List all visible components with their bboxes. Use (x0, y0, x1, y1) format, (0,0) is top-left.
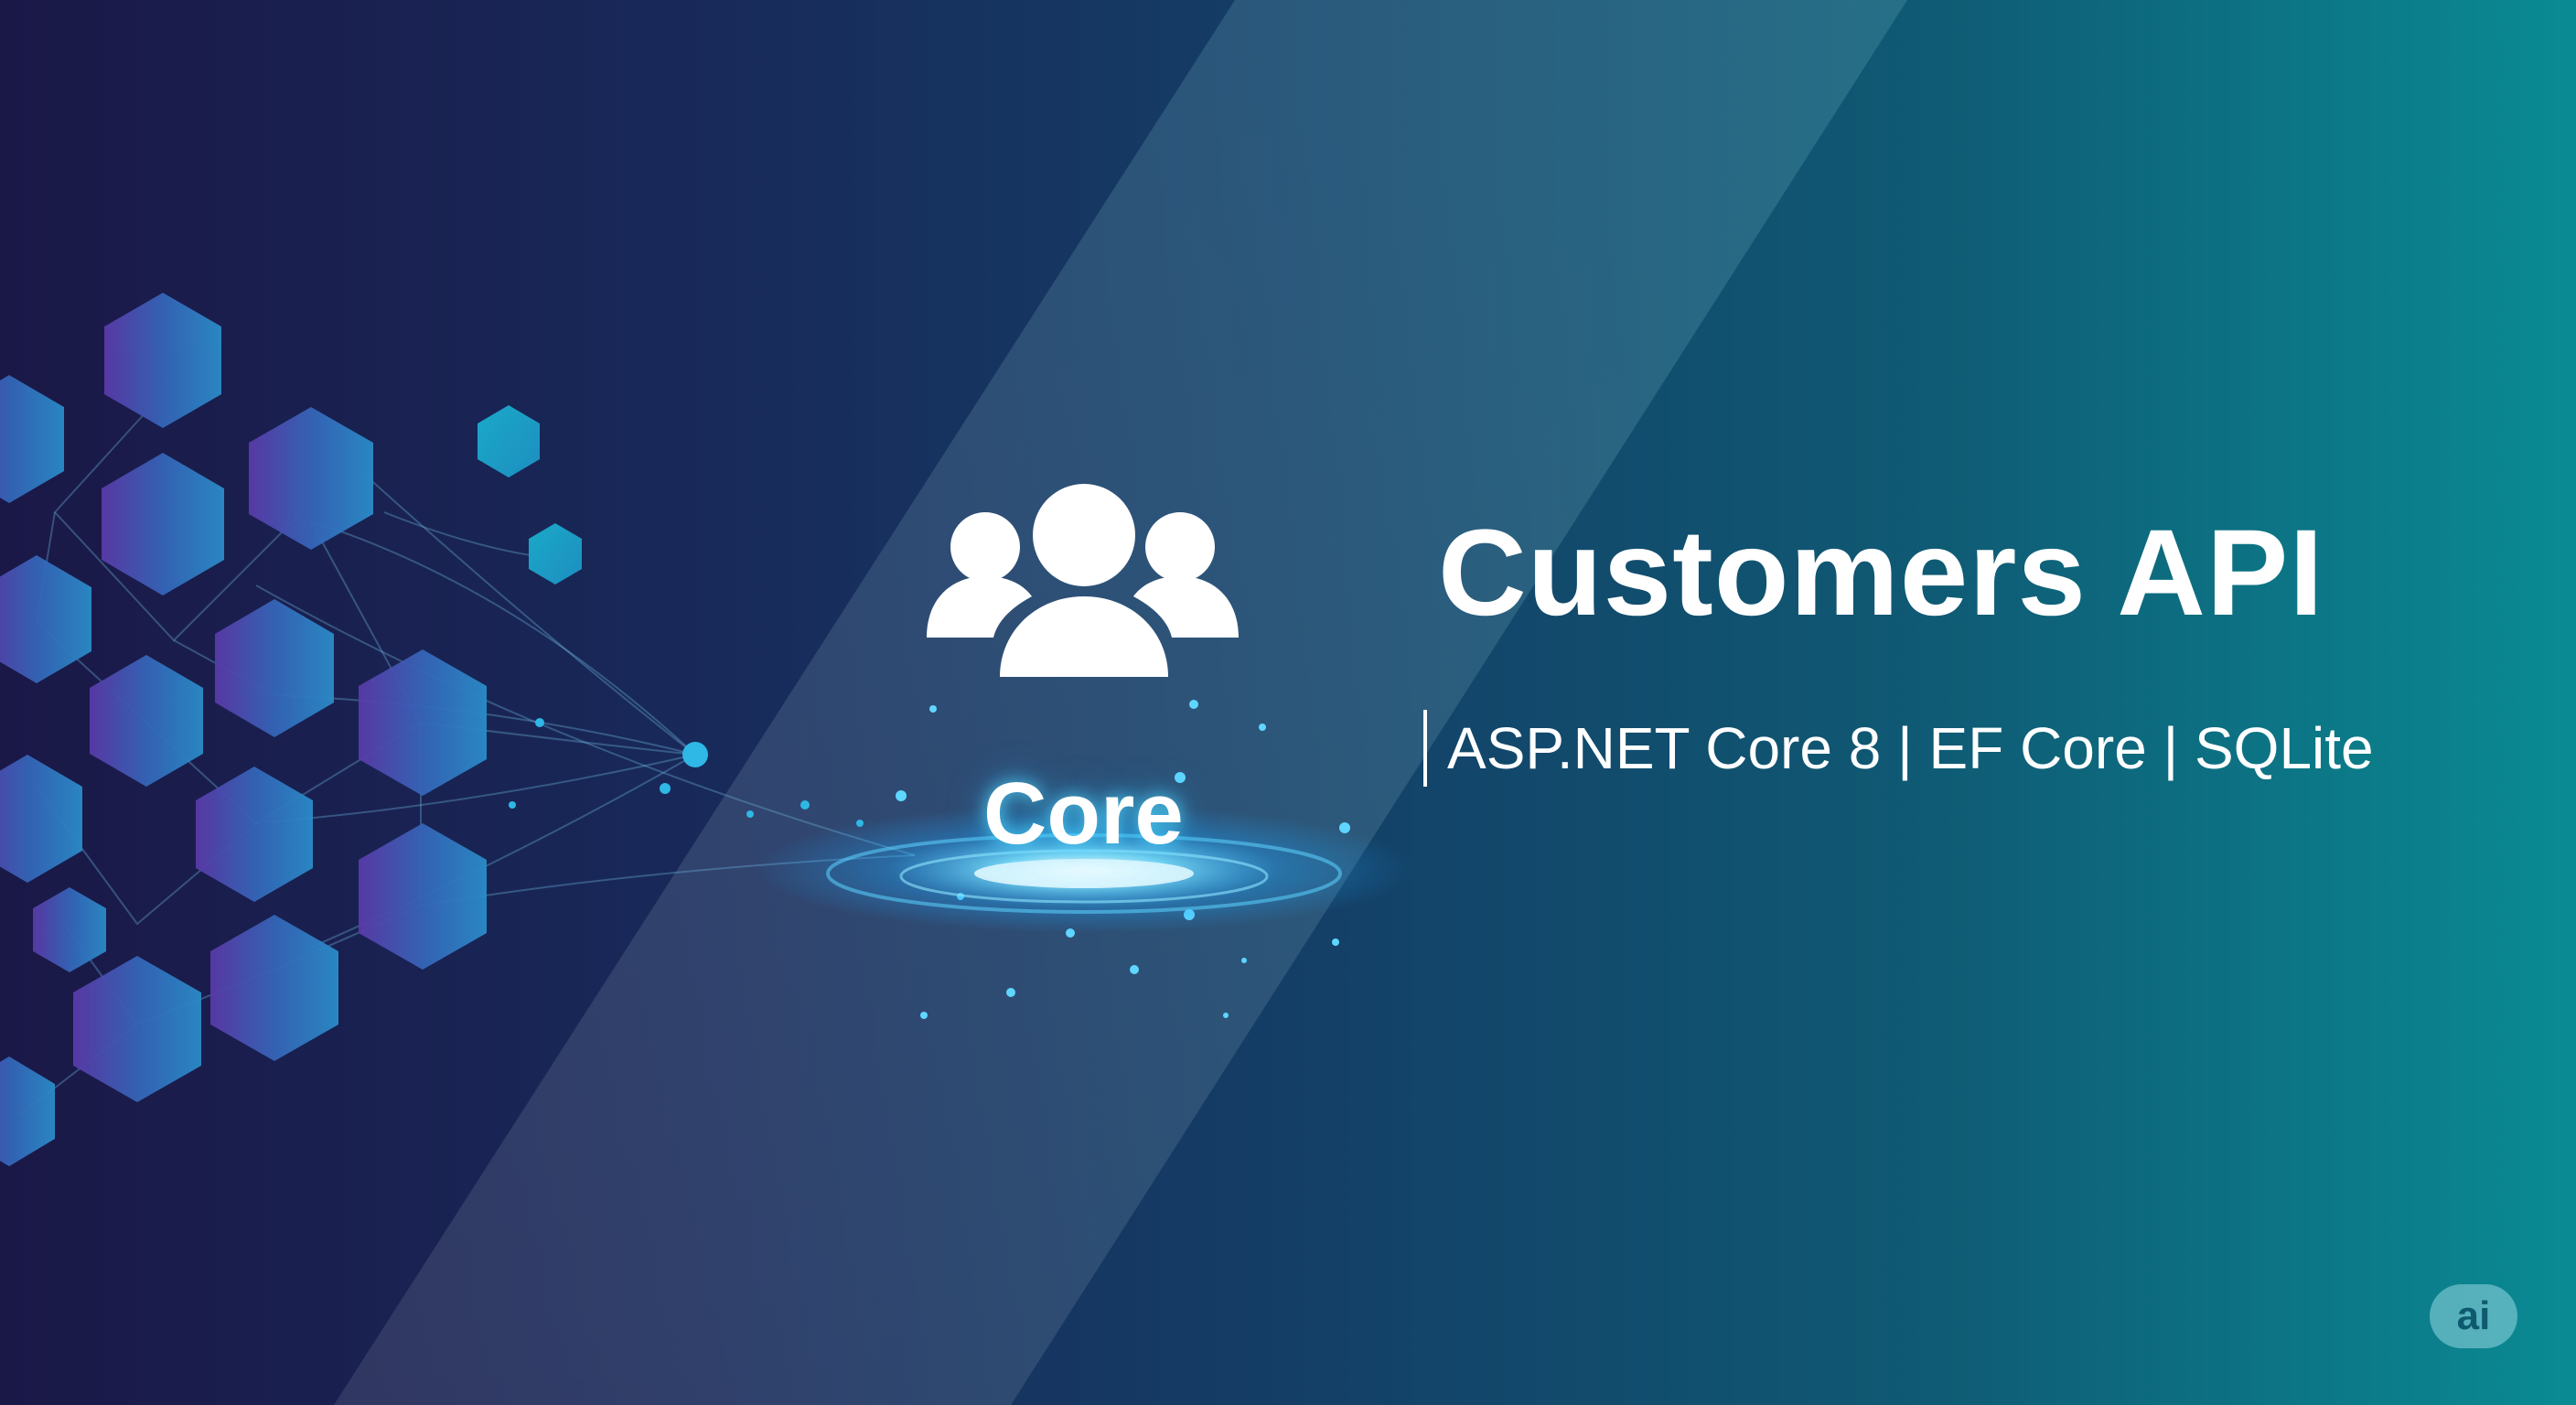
tech-stack-subtitle: ASP.NET Core 8 | EF Core | SQLite (1423, 710, 2374, 787)
ai-logo-icon: ai (2430, 1284, 2517, 1348)
core-label: Core (983, 765, 1184, 863)
tech-stack-text: ASP.NET Core 8 | EF Core | SQLite (1447, 715, 2374, 781)
core-glow (755, 805, 1413, 933)
subtitle-divider (1423, 710, 1427, 787)
banner-title: Customers API (1438, 505, 2324, 641)
